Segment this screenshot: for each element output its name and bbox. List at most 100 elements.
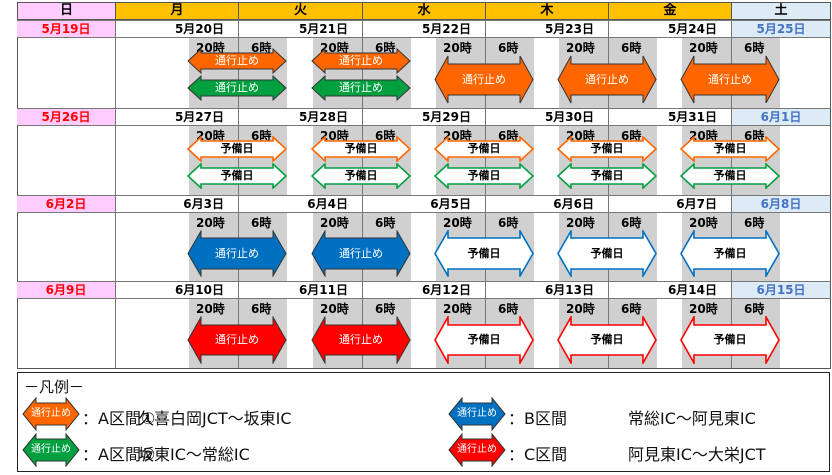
arrow-label: 予備日 <box>344 142 378 155</box>
arrow-label: 予備日 <box>344 169 378 182</box>
date-cell: 6月15日 <box>732 282 830 298</box>
start-time-label: 20時 <box>443 129 472 143</box>
double-arrow-icon <box>311 230 411 277</box>
arrow-label: 予備日 <box>590 333 624 346</box>
start-time-label: 20時 <box>196 41 225 55</box>
arrow-label: 通行止め <box>585 72 629 86</box>
date-cell: 5月21日 <box>298 22 348 36</box>
arrow-label: 通行止め <box>215 333 259 346</box>
double-arrow-icon <box>448 397 506 431</box>
green-reserve-arrow: 予備日 <box>434 163 534 189</box>
red-closure-arrow: 通行止め <box>311 316 411 364</box>
double-arrow-icon <box>434 316 534 364</box>
blue-closure-arrow: 通行止め <box>311 230 411 277</box>
legend-route: 常総IC～阿見東IC <box>628 409 756 428</box>
legend-section: ：A区間② <box>82 445 156 464</box>
double-arrow-icon <box>434 163 534 189</box>
green-reserve-arrow: 予備日 <box>187 163 287 189</box>
arrow-label: 予備日 <box>713 246 747 260</box>
double-arrow-icon <box>311 316 411 364</box>
date-cell: 5月26日 <box>17 109 115 125</box>
double-arrow-icon <box>311 163 411 189</box>
arrow-label: 通行止め <box>457 408 497 419</box>
end-time-label: 6時 <box>251 216 272 230</box>
end-time-label: 6時 <box>744 216 765 230</box>
column-divider <box>115 108 116 195</box>
double-arrow-icon <box>22 397 80 431</box>
arrow-label: 通行止め <box>339 333 383 346</box>
red-reserve-arrow: 予備日 <box>680 316 780 364</box>
double-arrow-icon <box>311 75 411 101</box>
date-cell: 6月11日 <box>298 283 348 297</box>
date-cell: 6月12日 <box>421 283 471 297</box>
double-arrow-icon <box>680 230 780 277</box>
arrow-label: 通行止め <box>215 54 259 67</box>
day-header: 木 <box>485 2 609 20</box>
date-cell: 6月10日 <box>174 283 224 297</box>
red-reserve-arrow: 予備日 <box>557 316 657 364</box>
double-arrow-icon <box>187 163 287 189</box>
end-time-label: 6時 <box>251 41 272 55</box>
end-time-label: 6時 <box>744 129 765 143</box>
date-cell: 6月8日 <box>732 196 830 212</box>
end-time-label: 6時 <box>621 216 642 230</box>
legend-green-arrow: 通行止め <box>22 433 80 467</box>
start-time-label: 20時 <box>689 129 718 143</box>
legend-route: 久喜白岡JCT～坂東IC <box>138 409 292 428</box>
date-cell: 6月14日 <box>667 283 717 297</box>
arrow-label: 予備日 <box>220 169 254 182</box>
arrow-label: 通行止め <box>339 81 383 94</box>
date-cell: 6月1日 <box>732 109 830 125</box>
date-cell: 6月2日 <box>17 196 115 212</box>
date-cell: 5月24日 <box>667 22 717 36</box>
double-arrow-icon <box>187 48 287 74</box>
date-cell: 5月27日 <box>174 110 224 124</box>
start-time-label: 20時 <box>566 129 595 143</box>
blue-reserve-arrow: 予備日 <box>557 230 657 277</box>
double-arrow-icon <box>434 136 534 162</box>
end-time-label: 6時 <box>375 216 396 230</box>
date-cell: 6月6日 <box>553 197 594 211</box>
arrow-label: 通行止め <box>31 444 71 455</box>
legend-route: 坂東IC～常総IC <box>138 445 250 464</box>
date-cell: 5月28日 <box>298 110 348 124</box>
start-time-label: 20時 <box>689 41 718 55</box>
date-cell: 6月5日 <box>430 197 471 211</box>
double-arrow-icon <box>187 136 287 162</box>
start-time-label: 20時 <box>566 41 595 55</box>
legend-section: ：A区間① <box>82 409 156 428</box>
double-arrow-icon <box>187 230 287 277</box>
end-time-label: 6時 <box>498 41 519 55</box>
arrow-label: 通行止め <box>462 72 506 86</box>
end-time-label: 6時 <box>744 302 765 316</box>
double-arrow-icon <box>557 316 657 364</box>
column-divider <box>115 281 116 368</box>
double-arrow-icon <box>557 163 657 189</box>
column-divider <box>115 195 116 281</box>
arrow-label: 予備日 <box>590 142 624 155</box>
arrow-label: 通行止め <box>339 246 383 260</box>
arrow-label: 通行止め <box>31 408 71 419</box>
double-arrow-icon <box>311 136 411 162</box>
arrow-label: 予備日 <box>467 169 501 182</box>
green-closure-arrow: 通行止め <box>311 75 411 101</box>
blue-reserve-arrow: 予備日 <box>434 230 534 277</box>
arrow-label: 予備日 <box>713 169 747 182</box>
orange-reserve-arrow: 予備日 <box>680 136 780 162</box>
arrow-label: 通行止め <box>708 72 752 86</box>
column-divider <box>115 20 116 108</box>
end-time-label: 6時 <box>621 129 642 143</box>
start-time-label: 20時 <box>320 216 349 230</box>
arrow-label: 予備日 <box>220 142 254 155</box>
double-arrow-icon <box>680 55 780 104</box>
orange-reserve-arrow: 予備日 <box>311 136 411 162</box>
red-reserve-arrow: 予備日 <box>434 316 534 364</box>
date-cell: 6月13日 <box>544 283 594 297</box>
end-time-label: 6時 <box>498 216 519 230</box>
legend-blue-arrow: 通行止め <box>448 397 506 431</box>
arrow-label: 通行止め <box>215 81 259 94</box>
arrow-label: 通行止め <box>215 246 259 260</box>
